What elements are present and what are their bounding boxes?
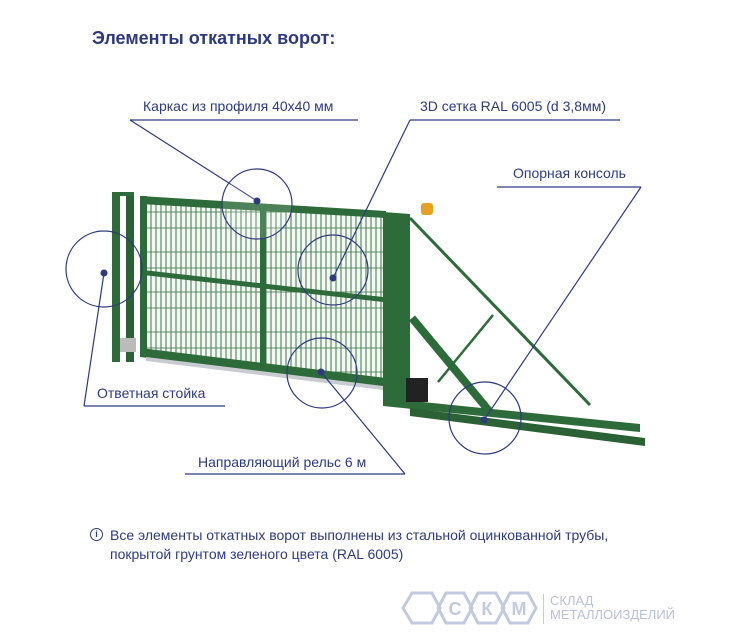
- label-mesh: 3D сетка RAL 6005 (d 3,8мм): [420, 98, 606, 114]
- info-note: i Все элементы откатных ворот выполнены …: [90, 526, 670, 564]
- mesh-detail-circle: [297, 234, 369, 306]
- label-post: Ответная стойка: [97, 385, 206, 401]
- support-console: [383, 203, 645, 446]
- svg-text:К: К: [482, 599, 494, 619]
- label-rail: Направляющий рельс 6 м: [198, 454, 367, 470]
- svg-text:С: С: [449, 599, 462, 619]
- post-detail-circle: [65, 230, 143, 308]
- rail-detail-circle: [286, 337, 358, 409]
- page-title: Элементы откатных ворот:: [92, 28, 336, 48]
- label-console: Опорная консоль: [513, 165, 626, 181]
- label-frame: Каркас из профиля 40x40 мм: [143, 98, 334, 114]
- counter-post: [112, 192, 136, 362]
- info-icon: i: [90, 528, 103, 541]
- svg-text:М: М: [512, 599, 527, 619]
- note-text: Все элементы откатных ворот выполнены из…: [110, 527, 609, 562]
- gate-panel: [140, 196, 386, 390]
- logo-line2: МЕТАЛЛОИЗДЕЛИЙ: [550, 607, 676, 622]
- logo-line1: СКЛАД: [550, 593, 594, 608]
- console-detail-circle: [448, 381, 522, 455]
